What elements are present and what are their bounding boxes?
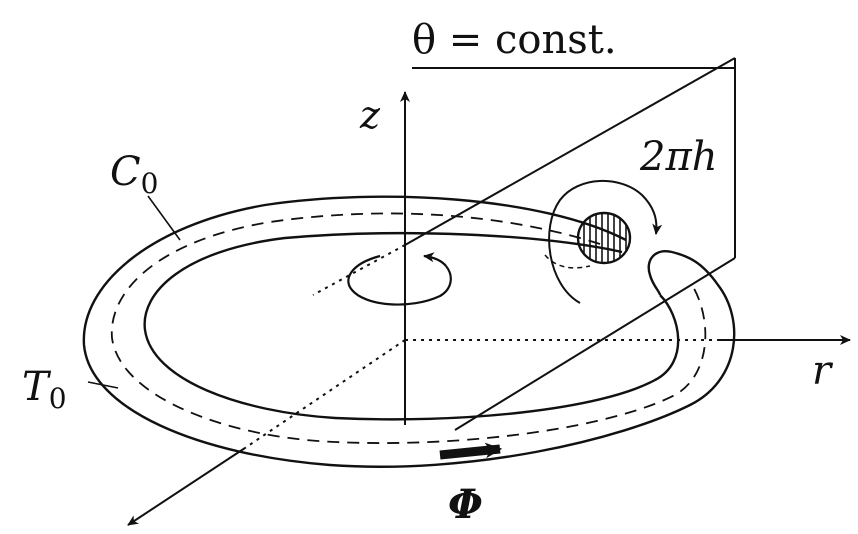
c0-leader: [147, 195, 181, 241]
plane-diagonal-dotted: [312, 244, 406, 296]
third-axis-solid: [127, 447, 246, 526]
t0-leader: [87, 381, 119, 389]
cross-section: [544, 211, 632, 269]
z-axis-label: z: [359, 93, 381, 137]
third-axis-dotted: [244, 339, 406, 449]
tube-letter: T: [22, 364, 52, 410]
twist-label: 2πh: [639, 134, 718, 180]
twist-arrow: [548, 179, 663, 304]
r-axis-label: r: [812, 348, 834, 394]
z-rotation: [347, 252, 452, 306]
plane-lower-diagonal: [454, 257, 736, 431]
core-curve-label: C0: [110, 149, 158, 200]
tube-subscript: 0: [49, 382, 67, 415]
flux-arrow: [439, 442, 503, 460]
plane-upper-diagonal: [404, 57, 736, 246]
tube-end-cap: [647, 250, 673, 296]
cross-section-disk: [576, 211, 632, 265]
axes: [127, 91, 851, 526]
tube-label: T0: [22, 364, 67, 415]
flux-label: Φ: [448, 481, 483, 528]
plane-label: θ = const.: [412, 17, 617, 63]
z-rotation-arrow-left: [347, 254, 452, 306]
core-curve-subscript: 0: [141, 167, 159, 200]
meridional-plane: [404, 57, 736, 431]
core-curve-letter: C: [110, 149, 141, 195]
tube-inner-boundary: [143, 231, 680, 421]
section-guide-lower: [544, 254, 591, 269]
torus-tube: [82, 195, 736, 468]
z-rotation-arrow-right: [423, 252, 447, 267]
core-curve-dashed: [111, 212, 707, 444]
tube-outer-boundary: [82, 195, 736, 468]
